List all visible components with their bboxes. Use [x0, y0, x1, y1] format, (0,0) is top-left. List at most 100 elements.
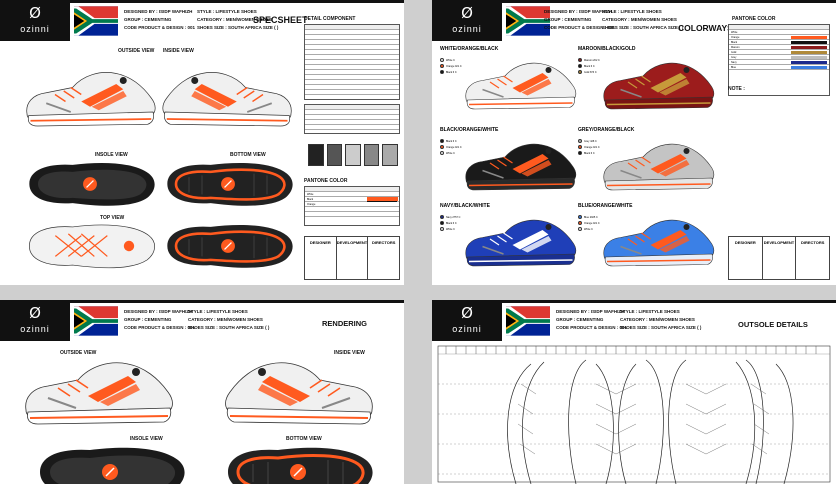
colorway-shoe [598, 211, 718, 273]
style: STYLE : LIFESTYLE SHOES [620, 309, 680, 314]
swatch-row: Maroon 202 C [578, 58, 600, 64]
style: STYLE : LIFESTYLE SHOES [197, 9, 257, 14]
colorway-label: NAVY/BLACK/WHITE [440, 203, 490, 209]
logo-mark-icon: Ø [29, 4, 41, 22]
color-dot-icon [578, 70, 582, 75]
specsheet-page: Ø ozinni DESIGNED BY : ISIDP WAFHIZH GRO… [0, 0, 404, 285]
render-bottom-view [218, 442, 378, 484]
swatch-row: Black 6 C [578, 151, 600, 157]
table-row [305, 125, 399, 130]
signature-box: DESIGNER DEVELOPMENT DIRECTORS [728, 236, 830, 280]
logo-mark-icon: Ø [29, 304, 41, 322]
colorway-shoe [460, 54, 580, 116]
insole-view-label: INSOLE VIEW [130, 436, 163, 442]
bottom-view [158, 158, 298, 210]
outsole-page: Ø ozinni DESIGNED BY : ISIDP WAFHIZH GRO… [432, 300, 836, 484]
category: CATEGORY : MEN/WOMEN SHOES [620, 317, 695, 322]
page-title: SPECSHEET [253, 15, 308, 25]
header-right-meta: STYLE : LIFESTYLE SHOES CATEGORY : MEN/W… [620, 308, 701, 332]
south-africa-flag-icon [74, 6, 118, 36]
colorways-page: Ø ozinni DESIGNED BY : ISIDP WAFHIZH GRO… [432, 0, 836, 285]
color-dot-icon [440, 221, 444, 226]
color-dot-icon [578, 215, 582, 220]
category: CATEGORY : MEN/WOMEN SHOES [197, 17, 272, 22]
south-africa-flag-icon [74, 306, 118, 336]
pantone-table: White Black Orange [304, 186, 400, 226]
group: GROUP : CEMENTING [544, 17, 592, 22]
header-right-meta: STYLE : LIFESTYLE SHOES CATEGORY : MEN/W… [188, 308, 269, 332]
table-row: Blue [729, 65, 829, 70]
directors-cell: DIRECTORS [371, 240, 396, 245]
swatch-row: White C [440, 58, 462, 64]
table-row [305, 60, 399, 65]
top-bar [0, 300, 404, 303]
swatch-label: Blue 2925 C [584, 216, 598, 219]
logo-mark-icon: Ø [461, 4, 473, 22]
brand-logo: Ø ozinni [432, 303, 502, 341]
pantone-swatch [791, 60, 827, 64]
group: GROUP : CEMENTING [124, 317, 172, 322]
colorway-label: BLUE/ORANGE/WHITE [578, 203, 633, 209]
swatch-label: Navy 2757 C [446, 216, 461, 219]
swatch-row: Grey 428 C [578, 139, 600, 145]
code-product: CODE PRODUCT & DESIGN : 001 [124, 25, 196, 30]
brand-name: ozinni [452, 324, 482, 334]
swatch-label: Maroon 202 C [584, 59, 600, 62]
bottom-view-label: BOTTOM VIEW [286, 436, 322, 442]
table-row [305, 90, 399, 95]
swatch-label: Orange 021 C [584, 146, 600, 149]
inside-view-label: INSIDE VIEW [334, 350, 365, 356]
color-dot-icon [440, 227, 444, 232]
pantone-row-label: Grey [731, 56, 737, 59]
swatch-row: White C [440, 227, 460, 233]
swatch-row: Black 6 C [440, 70, 462, 76]
header-right-meta: STYLE : LIFESTYLE SHOES CATEGORY : MEN/W… [197, 8, 278, 32]
swatch-label: Grey 428 C [584, 140, 597, 143]
designed-by: DESIGNED BY : ISIDP WAFHIZH [544, 9, 613, 14]
colorway-label: WHITE/ORANGE/BLACK [440, 46, 499, 52]
swatch-row: Orange 021 C [440, 145, 462, 151]
table-row [305, 120, 399, 125]
colorway-swatches: Grey 428 C Orange 021 C Black 6 C [578, 139, 600, 157]
swatch-label: Black 6 C [584, 152, 595, 155]
swatch-label: White C [446, 59, 455, 62]
bottom-view-label: BOTTOM VIEW [230, 152, 266, 158]
table-row: Navy [729, 60, 829, 65]
brand-logo: Ø ozinni [0, 3, 70, 41]
colorway-swatches: Navy 2757 C Black 6 C White C [440, 215, 460, 233]
swatch-label: White C [584, 228, 593, 231]
insole-view-label: INSOLE VIEW [95, 152, 128, 158]
code-product: CODE PRODUCT & DESIGN : 001 [124, 325, 196, 330]
material-swatch [382, 144, 398, 166]
shoe-size: SHOES SIZE : SOUTH AFRICA SIZE ( ) [197, 25, 279, 30]
color-dot-icon [578, 64, 582, 69]
code-product: CODE PRODUCT & DESIGN : 001 [556, 325, 628, 330]
table-row [305, 30, 399, 35]
color-dot-icon [440, 139, 444, 144]
swatch-label: Black 6 C [446, 222, 457, 225]
pantone-row-label: Maroon [731, 46, 740, 49]
pantone-swatch [791, 55, 827, 59]
render-inside-view [220, 352, 380, 432]
table-row [305, 40, 399, 45]
page-title: OUTSOLE DETAILS [738, 320, 808, 329]
logo-mark-icon: Ø [461, 304, 473, 322]
outside-view-label: OUTSIDE VIEW [60, 350, 97, 356]
style: STYLE : LIFESTYLE SHOES [602, 9, 662, 14]
detail-component-title: DETAIL COMPONENT [304, 16, 356, 22]
table-row [305, 105, 399, 110]
swatch-row: Black 6 C [440, 139, 462, 145]
shoe-size: SHOES SIZE : SOUTH AFRICA SIZE ( ) [602, 25, 684, 30]
table-row [305, 75, 399, 80]
pantone-swatch [791, 65, 827, 69]
table-row [729, 25, 829, 30]
material-swatch [363, 144, 380, 166]
color-dot-icon [440, 58, 444, 63]
pantone-row-label: Navy [731, 61, 737, 64]
outsole-technical-drawing [437, 345, 831, 484]
material-swatch [326, 144, 343, 166]
